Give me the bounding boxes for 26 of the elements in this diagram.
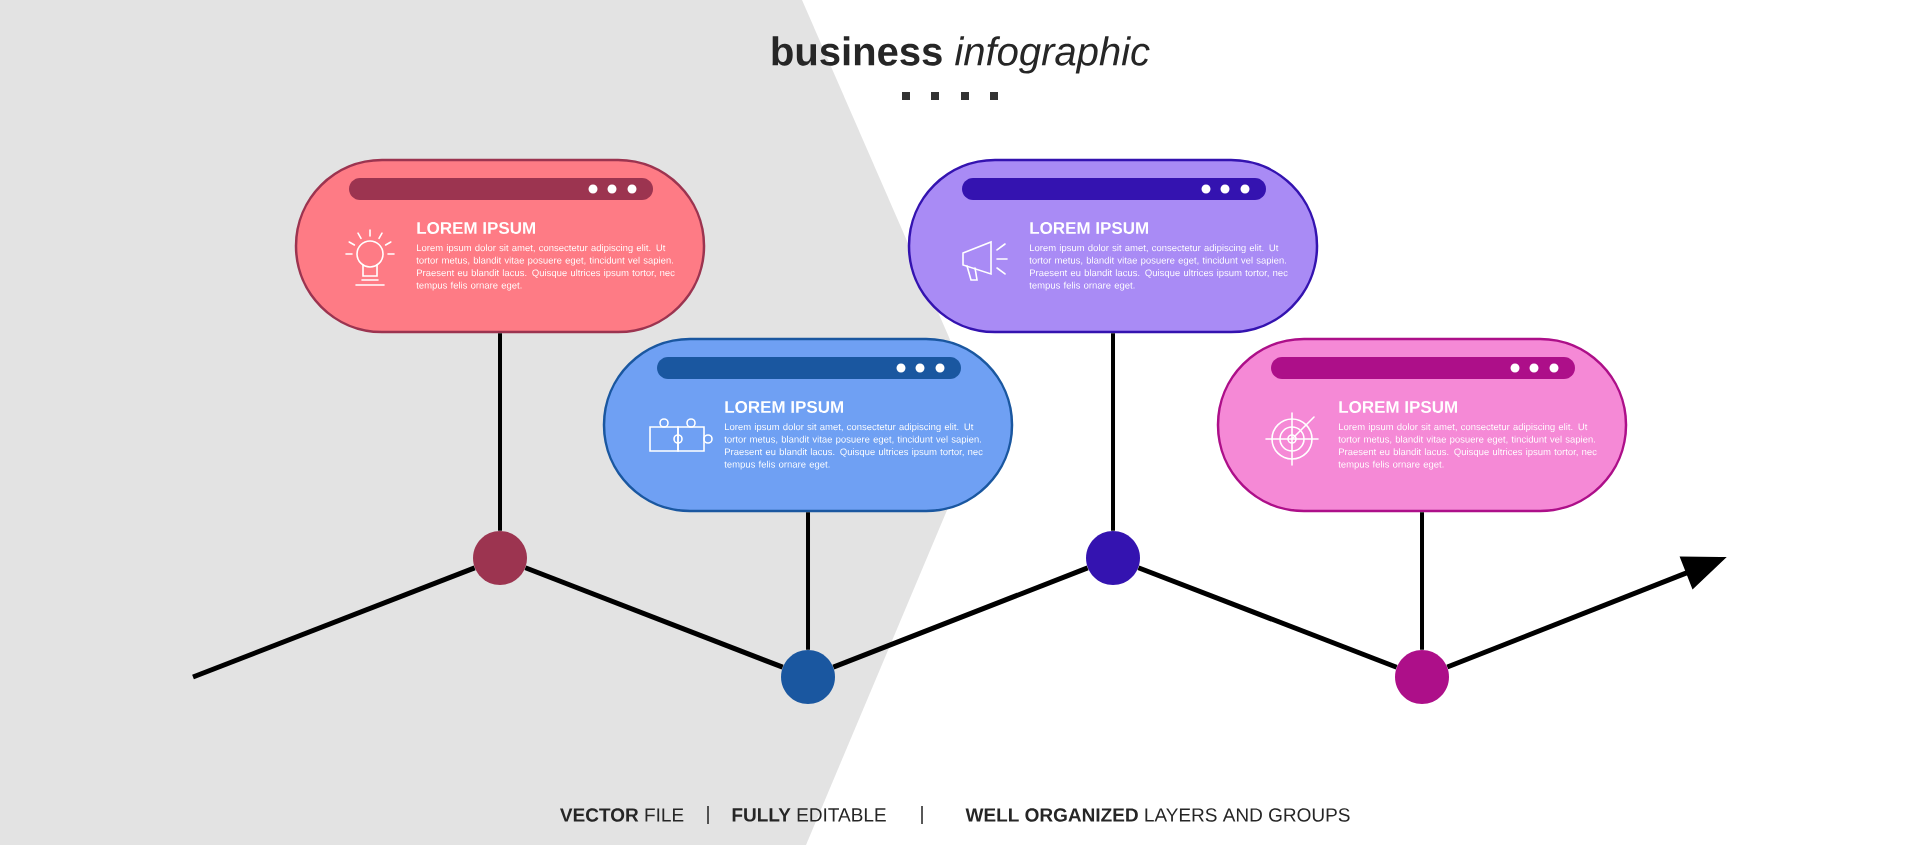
timeline-line xyxy=(192,565,476,680)
card-body: Lorem ipsum dolor sit amet, consectetur adipiscing elit. Ut tortor metus, blandit vitae posuere eget, tincidunt vel sapien. Praesent eu blandit lacus. Quisque ultrices ipsum tortor, nec tempus felis ornare eget. xyxy=(724,423,983,470)
card-body: Lorem ipsum dolor sit amet, consectetur adipiscing elit. Ut tortor metus, blandit vitae posuere eget, tincidunt vel sapien. Praesent eu blandit lacus. Quisque ultrices ipsum tortor, nec tempus felis ornare eget. xyxy=(1029,244,1288,291)
card-body: Lorem ipsum dolor sit amet, consectetur adipiscing elit. Ut tortor metus, blandit vitae posuere eget, tincidunt vel sapien. Praesent eu blandit lacus. Quisque ultrices ipsum tortor, nec tempus felis ornare eget. xyxy=(1338,423,1597,470)
timeline-dot xyxy=(1395,650,1449,704)
connector-line xyxy=(1111,333,1115,531)
timeline-line xyxy=(1137,565,1398,670)
card-heading: LOREM IPSUM xyxy=(725,400,843,413)
connector-line xyxy=(1420,512,1424,650)
footer-text: VECTOR FILE xyxy=(560,808,684,822)
card-body: Lorem ipsum dolor sit amet, consectetur adipiscing elit. Ut tortor metus, blandit vitae posuere eget, tincidunt vel sapien. Praesent eu blandit lacus. Quisque ultrices ipsum tortor, nec tempus felis ornare eget. xyxy=(416,244,675,291)
card-heading: LOREM IPSUM xyxy=(1339,400,1457,413)
timeline-dot xyxy=(473,531,527,585)
connector-line xyxy=(498,333,502,531)
footer-text: FULLY EDITABLE xyxy=(732,808,886,822)
separator: | xyxy=(921,806,923,824)
timeline-dot xyxy=(1086,531,1140,585)
timeline-line xyxy=(832,565,1089,670)
connector-line xyxy=(806,512,810,650)
timeline-line xyxy=(524,565,784,670)
timeline-dot xyxy=(781,650,835,704)
separator: | xyxy=(707,806,709,824)
card-heading: LOREM IPSUM xyxy=(417,221,535,234)
title: business infographic xyxy=(772,36,1150,74)
card-heading: LOREM IPSUM xyxy=(1030,221,1148,234)
footer-text: WELL ORGANIZED LAYERS AND GROUPS xyxy=(965,808,1350,822)
